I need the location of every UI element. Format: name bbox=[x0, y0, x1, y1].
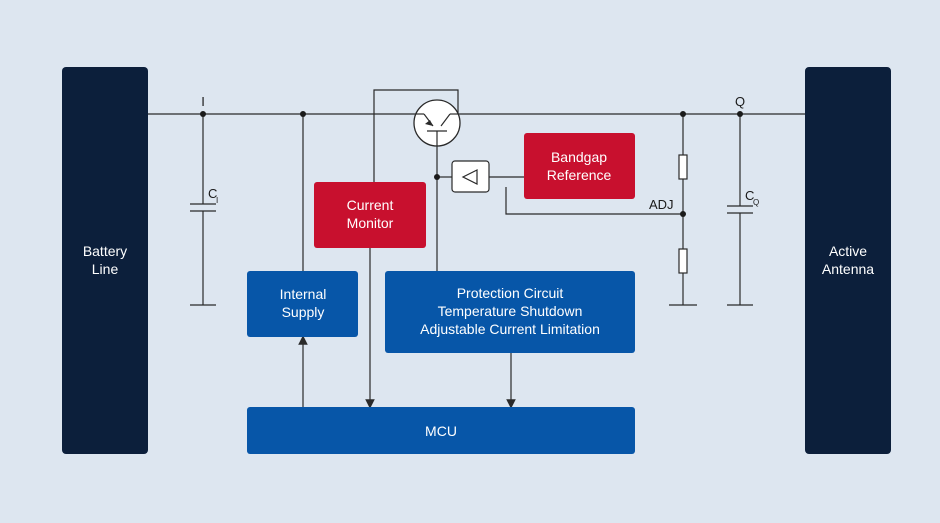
junctions bbox=[200, 111, 743, 217]
current-monitor-line2: Monitor bbox=[347, 215, 394, 231]
resistor-lower bbox=[678, 248, 688, 274]
mcu-block: MCU bbox=[247, 407, 635, 454]
internal-supply-line2: Supply bbox=[282, 304, 325, 320]
pass-transistor bbox=[413, 99, 461, 147]
antenna-label-line2: Antenna bbox=[822, 261, 874, 277]
pin-adj-label: ADJ bbox=[649, 197, 674, 212]
cap-out-subscript: Q bbox=[753, 198, 759, 207]
protection-line3: Adjustable Current Limitation bbox=[420, 321, 600, 337]
bandgap-line1: Bandgap bbox=[551, 149, 607, 165]
antenna-label-line1: Active bbox=[829, 243, 867, 259]
cap-in-label: C bbox=[208, 186, 217, 201]
active-antenna-block: Active Antenna bbox=[805, 67, 891, 454]
monitor-loop-wire bbox=[373, 89, 459, 182]
current-monitor-line1: Current bbox=[347, 197, 394, 213]
adj-feedback-wire bbox=[505, 187, 683, 215]
cap-out-label: C bbox=[745, 188, 754, 203]
battery-line-block: Battery Line bbox=[62, 67, 148, 454]
amplifier-triangle-icon bbox=[461, 169, 478, 185]
pin-output-label: Q bbox=[735, 94, 745, 109]
cap-in-subscript: I bbox=[216, 196, 218, 205]
internal-supply-block: Internal Supply bbox=[247, 271, 358, 337]
protection-line2: Temperature Shutdown bbox=[438, 303, 583, 319]
error-amplifier bbox=[451, 160, 490, 193]
protection-circuit-block: Protection Circuit Temperature Shutdown … bbox=[385, 271, 635, 353]
protection-line1: Protection Circuit bbox=[457, 285, 564, 301]
bandgap-line2: Reference bbox=[547, 167, 612, 183]
bandgap-reference-block: Bandgap Reference bbox=[524, 133, 635, 199]
current-monitor-block: Current Monitor bbox=[314, 182, 426, 248]
battery-label-line1: Battery bbox=[83, 243, 127, 259]
wiring bbox=[147, 89, 806, 409]
resistor-upper bbox=[678, 154, 688, 180]
mcu-label: MCU bbox=[425, 423, 457, 439]
pin-input-label: I bbox=[201, 94, 205, 109]
battery-label-line2: Line bbox=[92, 261, 119, 277]
internal-supply-line1: Internal bbox=[280, 286, 327, 302]
